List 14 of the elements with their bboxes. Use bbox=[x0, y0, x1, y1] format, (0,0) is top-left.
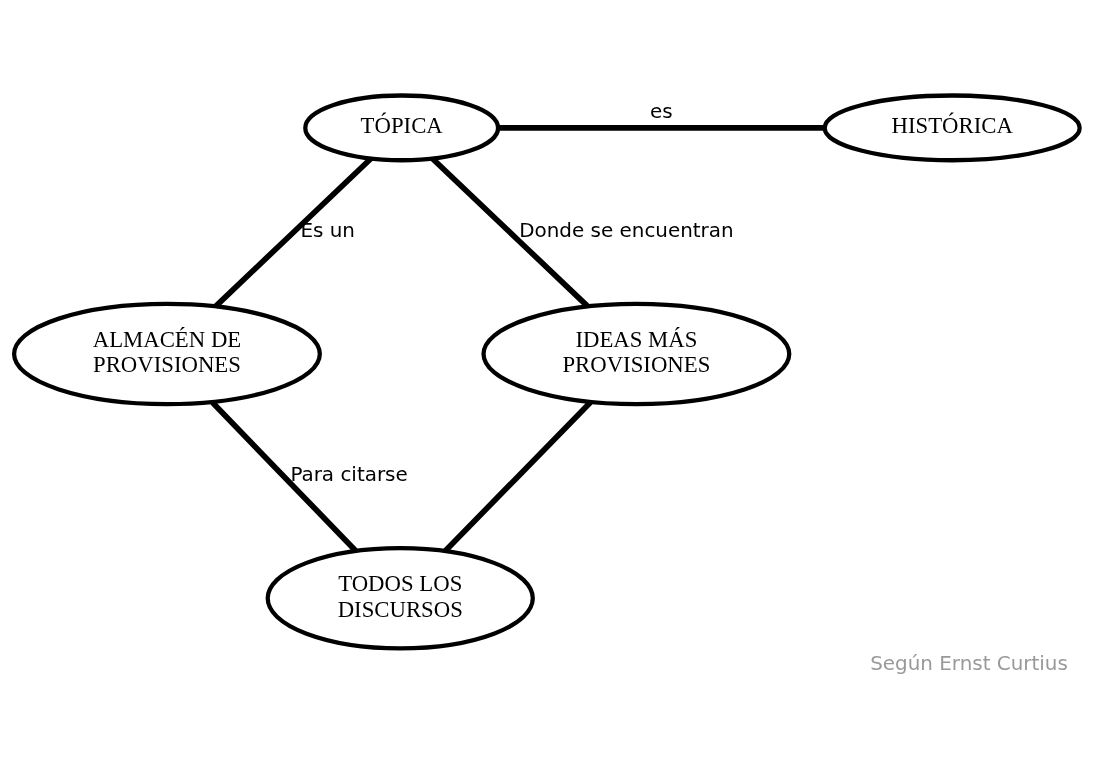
node-ellipse: IDEAS MÁS PROVISIONES bbox=[481, 301, 792, 407]
edge-label: Para citarse bbox=[290, 463, 408, 487]
node-ellipse: ALMACÉN DE PROVISIONES bbox=[11, 301, 322, 407]
connector bbox=[498, 125, 824, 131]
node-ellipse: TÓPICA bbox=[303, 93, 501, 163]
caption: Según Ernst Curtius bbox=[870, 652, 1068, 676]
connector bbox=[443, 400, 593, 553]
edge-label: es bbox=[650, 100, 673, 124]
node-ellipse: HISTÓRICA bbox=[822, 93, 1082, 163]
edge-label: Donde se encuentran bbox=[519, 219, 734, 243]
connector bbox=[210, 400, 358, 553]
node-ellipse: TODOS LOS DISCURSOS bbox=[265, 546, 535, 651]
connector bbox=[430, 156, 590, 309]
connector bbox=[213, 156, 373, 309]
